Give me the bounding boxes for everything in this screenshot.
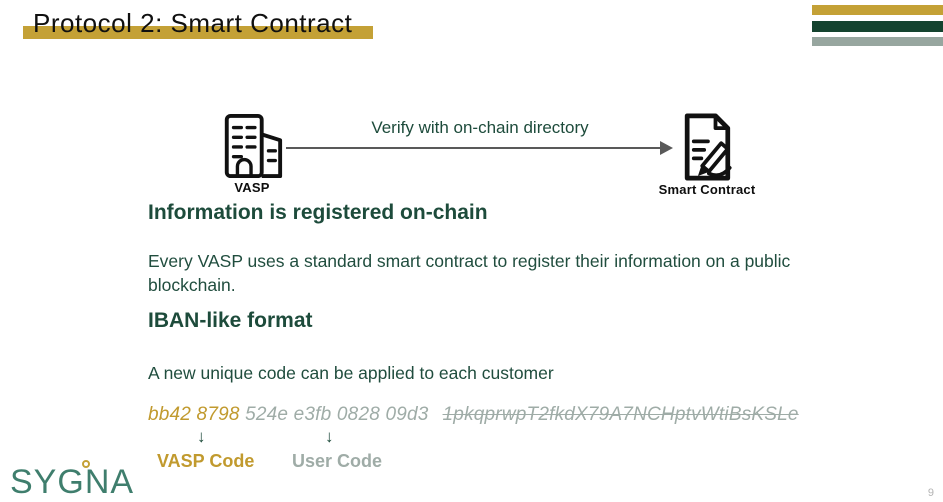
- title-highlight-bar: [23, 26, 373, 39]
- section-body-iban-format: A new unique code can be applied to each…: [148, 363, 554, 383]
- title-block: Protocol 2: Smart Contract: [23, 8, 373, 39]
- smart-contract-label: Smart Contract: [658, 182, 756, 197]
- gold-stripe: [812, 5, 943, 15]
- vasp-label: VASP: [234, 180, 270, 195]
- vasp-code-value: bb42 8798: [148, 404, 240, 425]
- smart-contract-node: Smart Contract: [652, 113, 762, 197]
- logo-text-g: G: [57, 460, 90, 502]
- gray-stripe: [812, 37, 943, 46]
- section-heading-iban-format: IBAN-like format: [148, 309, 313, 332]
- user-code-value: 524e e3fb 0828 09d3: [239, 404, 429, 425]
- page-number: 9: [927, 487, 934, 499]
- dark-green-stripe: [812, 21, 943, 32]
- logo-ring-icon: [81, 460, 90, 468]
- section-heading-registered-on-chain: Information is registered on-chain: [148, 201, 488, 224]
- deprecated-address-value: 1pkqprwpT2fkdX79A7NCHptvWtiBsKSLe: [442, 404, 799, 425]
- vasp-code-label: VASP Code: [157, 451, 255, 471]
- down-arrow-icon-user: ↓: [325, 427, 334, 446]
- corner-stripes: [812, 0, 943, 50]
- section-body-registered-on-chain: Every VASP uses a standard smart contrac…: [148, 251, 791, 295]
- user-code-label: User Code: [292, 451, 383, 471]
- arrow-label: Verify with on-chain directory: [371, 118, 589, 137]
- vasp-contract-diagram: VASP Verify with on-chain directory Smar…: [0, 108, 943, 198]
- logo-text-sy: SY: [10, 463, 58, 501]
- signed-document-icon: [652, 113, 762, 181]
- vasp-node: VASP: [218, 113, 286, 195]
- logo-text-na: NA: [84, 463, 135, 501]
- code-example: bb42 8798 524e e3fb 0828 09d3 1pkqprwpT2f…: [148, 404, 799, 426]
- page-title: Protocol 2: Smart Contract: [33, 8, 353, 38]
- building-icon: [218, 113, 286, 179]
- right-arrow-line: [286, 147, 662, 149]
- right-arrow-head-icon: [660, 141, 673, 155]
- down-arrow-icon-vasp: ↓: [197, 427, 206, 446]
